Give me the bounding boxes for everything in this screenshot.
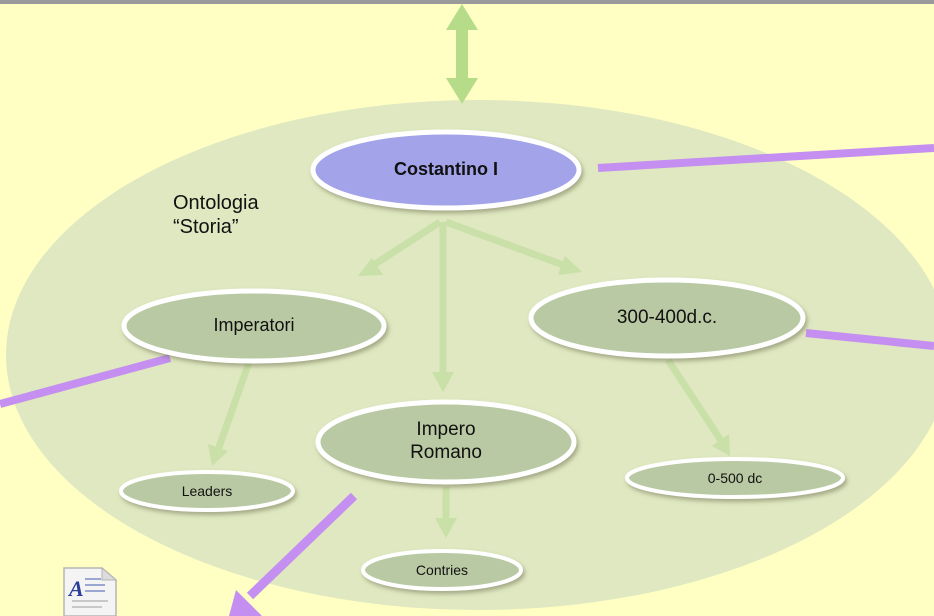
ontology-label-line1: Ontologia <box>173 192 259 214</box>
double-arrow-icon <box>446 4 478 104</box>
hierarchy-arrows <box>208 218 730 538</box>
node-label-period2: 0-500 dc <box>707 469 763 486</box>
arrow-to-leaders <box>214 346 258 452</box>
document-icon: A <box>63 566 118 616</box>
node-period[interactable] <box>528 277 806 359</box>
node-label-costantino: Costantino I <box>394 159 498 180</box>
ontology-label-line2: “Storia” <box>173 216 239 238</box>
node-contries[interactable] <box>361 549 523 591</box>
link-costantino <box>597 144 934 172</box>
ontology-label: Ontologia “Storia” <box>173 191 259 239</box>
node-period2[interactable] <box>625 457 845 499</box>
svg-text:A: A <box>67 576 84 601</box>
link-impero-romano <box>229 492 358 616</box>
node-label-period: 300-400d.c. <box>616 306 718 328</box>
link-imperatori <box>0 354 172 408</box>
link-period <box>805 329 934 350</box>
node-label-leaders: Leaders <box>181 482 233 499</box>
arrow-to-period2 <box>665 358 725 444</box>
node-label-imperatori: Imperatori <box>213 315 295 336</box>
node-label-contries: Contries <box>415 561 469 578</box>
node-costantino[interactable] <box>310 129 582 211</box>
node-leaders[interactable] <box>119 470 295 512</box>
node-imperatori[interactable] <box>121 288 387 364</box>
node-impero-romano[interactable] <box>315 399 577 485</box>
node-label-impero-romano: Impero Romano <box>410 419 482 463</box>
arrow-to-imperatori <box>370 219 442 269</box>
top-divider <box>0 0 934 4</box>
external-links <box>0 144 934 408</box>
arrow-to-period <box>444 218 568 270</box>
